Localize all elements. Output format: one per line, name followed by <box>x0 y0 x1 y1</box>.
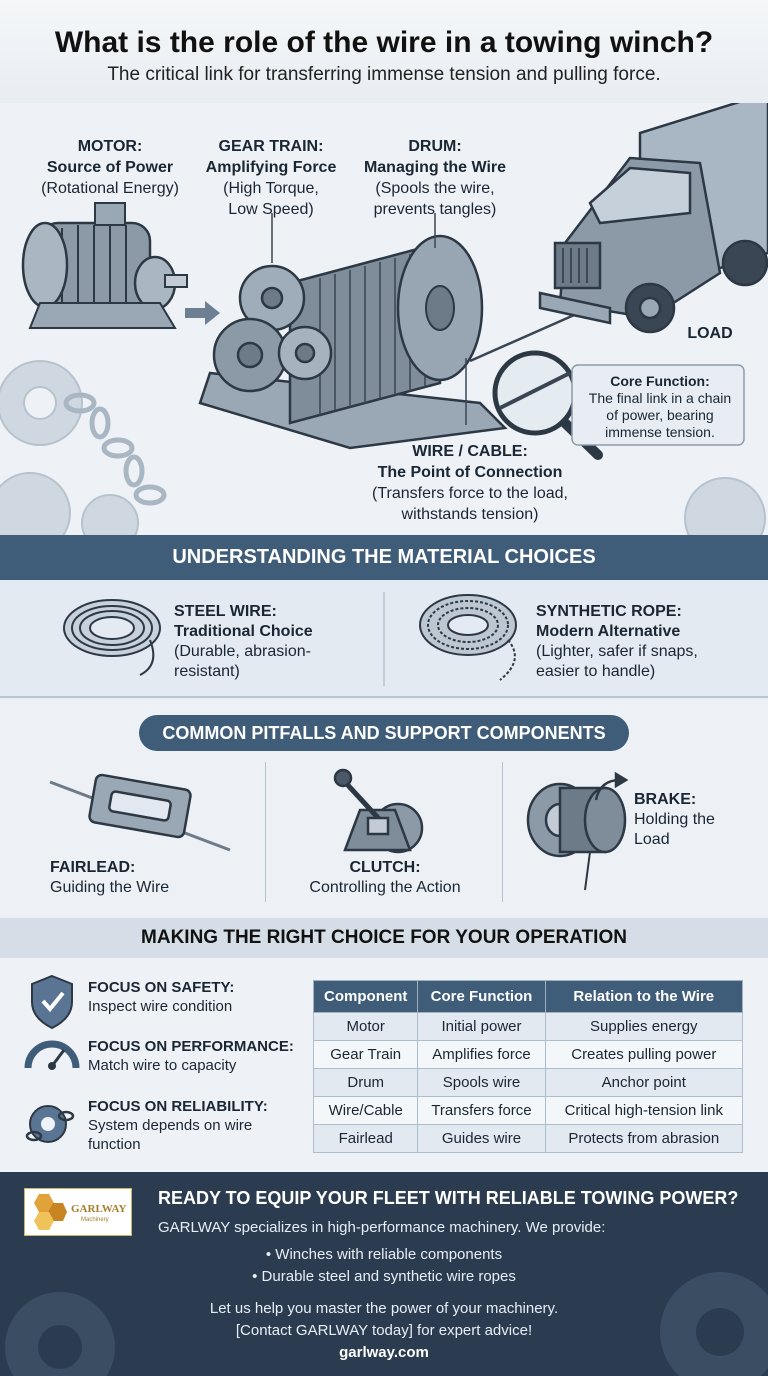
winch-illustration <box>0 103 768 535</box>
table-cell: Creates pulling power <box>544 1040 744 1069</box>
brake-text: BRAKE: Holding the Load <box>634 791 715 848</box>
choice-heading: MAKING THE RIGHT CHOICE FOR YOUR OPERATI… <box>0 918 768 958</box>
arrow-icon <box>185 301 220 325</box>
winch-diagram: MOTOR: Source of Power (Rotational Energ… <box>0 103 768 535</box>
steel-wire-text: STEEL WIRE: Traditional Choice (Durable,… <box>174 603 313 680</box>
focus-safety: FOCUS ON SAFETY: Inspect wire condition <box>88 979 235 1015</box>
pitfalls-heading: COMMON PITFALLS AND SUPPORT COMPONENTS <box>139 715 629 751</box>
table-cell: Transfers force <box>417 1096 546 1125</box>
table-cell: Fairlead <box>312 1124 419 1153</box>
pitfalls-divider-2 <box>502 762 503 902</box>
table-row: Drum Spools wire Anchor point <box>312 1068 744 1097</box>
table-cell: Supplies energy <box>544 1012 744 1041</box>
motor-icon <box>21 202 188 329</box>
garlway-logo[interactable]: GARLWAY Machinery <box>24 1188 132 1236</box>
table-header: Component <box>312 980 419 1013</box>
table-header: Relation to the Wire <box>544 980 744 1013</box>
table-cell: Motor <box>312 1012 419 1041</box>
website-link[interactable]: garlway.com <box>339 1344 429 1361</box>
table-cell: Protects from abrasion <box>544 1124 744 1153</box>
chain-icon <box>63 392 167 506</box>
clutch-text: CLUTCH: Controlling the Action <box>309 859 461 896</box>
hexagon-logo-icon <box>34 1194 67 1230</box>
table-cell: Initial power <box>417 1012 546 1041</box>
table-cell: Wire/Cable <box>312 1096 419 1125</box>
fairlead-text: FAIRLEAD: Guiding the Wire <box>50 859 170 896</box>
drum-label: DRUM: Managing the Wire (Spools the wire… <box>363 138 507 218</box>
materials-heading: UNDERSTANDING THE MATERIAL CHOICES <box>0 535 768 580</box>
footer: GARLWAY Machinery READY TO EQUIP YOUR FL… <box>0 1172 768 1376</box>
gear-train-icon <box>212 264 333 393</box>
footer-description: GARLWAY specializes in high-performance … <box>158 1219 606 1236</box>
table-cell: Anchor point <box>544 1068 744 1097</box>
table-cell: Amplifies force <box>417 1040 546 1069</box>
fairlead-icon <box>49 773 231 852</box>
table-cell: Spools wire <box>417 1068 546 1097</box>
page-title: What is the role of the wire in a towing… <box>54 26 714 59</box>
synthetic-rope-text: SYNTHETIC ROPE: Modern Alternative (Ligh… <box>536 603 698 680</box>
winch-base <box>198 371 508 450</box>
drum-icon <box>288 234 484 425</box>
table-row: Motor Initial power Supplies energy <box>312 1012 744 1041</box>
pitfalls-divider-1 <box>265 762 266 902</box>
gauge-icon <box>24 1040 80 1070</box>
core-function-text: Core Function: The final link in a chain… <box>588 373 732 440</box>
footer-bullet: • Durable steel and synthetic wire ropes <box>252 1268 516 1285</box>
footer-gears-icon <box>5 1272 768 1376</box>
materials-section: STEEL WIRE: Traditional Choice (Durable,… <box>0 580 768 698</box>
footer-bullet: • Winches with reliable components <box>265 1246 503 1263</box>
brake-spool-icon <box>526 771 629 891</box>
gear-train-label: GEAR TRAIN: Amplifying Force (High Torqu… <box>205 138 337 218</box>
table-cell: Drum <box>312 1068 419 1097</box>
gear-chain-icon <box>25 1105 75 1143</box>
wire-cable-icon <box>469 306 591 363</box>
steel-wire-coil-icon <box>63 599 161 676</box>
table-cell: Gear Train <box>312 1040 419 1069</box>
table-cell: Critical high-tension link <box>544 1096 744 1125</box>
header: What is the role of the wire in a towing… <box>0 0 768 103</box>
clutch-lever-icon <box>333 768 424 854</box>
table-header: Core Function <box>417 980 546 1013</box>
focus-reliability: FOCUS ON RELIABILITY: System depends on … <box>88 1098 268 1153</box>
comparison-table: Component Core Function Relation to the … <box>312 980 744 1153</box>
table-row: Gear Train Amplifies force Creates pulli… <box>312 1040 744 1069</box>
table-header-row: Component Core Function Relation to the … <box>312 980 744 1013</box>
footer-cta: Let us help you master the power of your… <box>209 1300 559 1317</box>
focus-performance: FOCUS ON PERFORMANCE: Match wire to capa… <box>88 1038 294 1074</box>
load-label: LOAD <box>687 325 733 342</box>
table-row: Wire/Cable Transfers force Critical high… <box>312 1096 744 1125</box>
synthetic-rope-coil-icon <box>419 594 517 681</box>
core-function-box <box>571 364 745 446</box>
shield-check-icon <box>31 974 73 1030</box>
footer-heading: READY TO EQUIP YOUR FLEET WITH RELIABLE … <box>158 1188 739 1208</box>
wire-cable-label: WIRE / CABLE: The Point of Connection (T… <box>372 443 568 523</box>
table-row: Fairlead Guides wire Protects from abras… <box>312 1124 744 1153</box>
background-gears-icon <box>0 360 766 535</box>
truck-icon <box>538 103 768 334</box>
footer-contact-link[interactable]: [Contact GARLWAY today] for expert advic… <box>235 1322 533 1339</box>
table-cell: Guides wire <box>417 1124 546 1153</box>
page-subtitle: The critical link for transferring immen… <box>107 64 661 85</box>
motor-label: MOTOR: Source of Power (Rotational Energ… <box>41 138 179 197</box>
